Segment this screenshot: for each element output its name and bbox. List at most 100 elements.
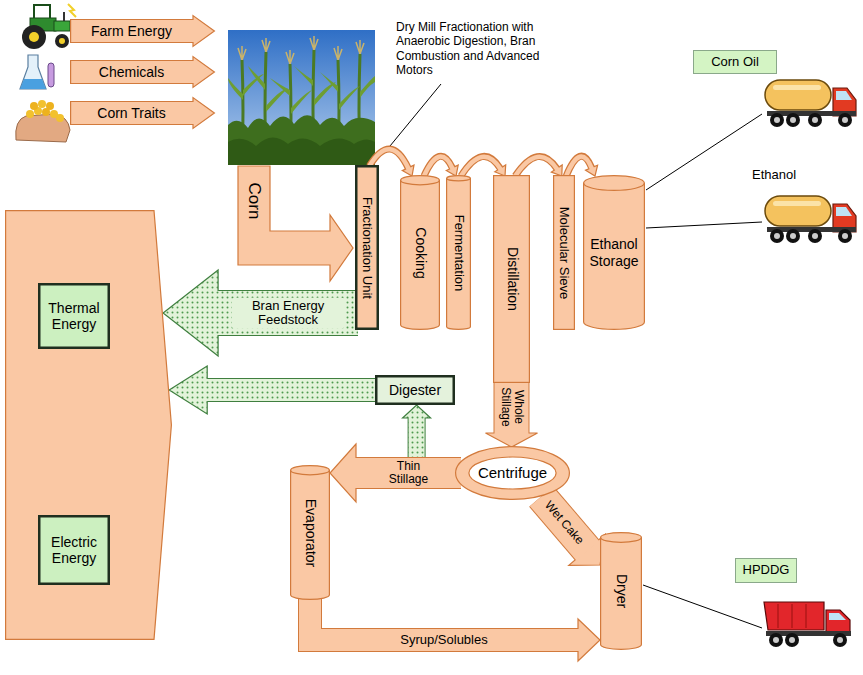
input-arrow: Chemicals <box>70 56 215 88</box>
arrow-head <box>486 433 538 447</box>
energy-panel: Thermal EnergyElectric Energy <box>5 210 172 640</box>
shape-part <box>39 284 109 348</box>
dryer-tank: Dryer <box>600 532 642 650</box>
node-label: Electric Energy <box>42 534 106 566</box>
shape-part <box>694 51 777 74</box>
flow-arrow <box>310 595 600 661</box>
shape-part <box>736 559 797 583</box>
shape-part <box>584 176 645 330</box>
node-label: Ethanol Storage <box>587 236 641 268</box>
arrow-head <box>403 405 431 418</box>
node-label: Fermentation <box>451 214 465 291</box>
leader-line <box>390 84 441 146</box>
flow-label: Syrup/Solubles <box>400 633 487 647</box>
process-tank: Cooking <box>400 175 440 330</box>
node-label: Thermal Energy <box>42 300 106 332</box>
centrifuge: Centrifuge <box>455 446 570 500</box>
shape-part <box>601 533 642 650</box>
corn-kernels-icon <box>16 100 70 142</box>
node-label: Evaporator <box>302 498 317 566</box>
shape-part <box>356 166 378 329</box>
node-label: Molecular Sieve <box>557 206 571 299</box>
arrow-outline <box>461 156 500 176</box>
arrow-outline <box>515 156 557 176</box>
shape-part <box>447 178 471 181</box>
shape-part <box>238 166 353 281</box>
tractor-icon <box>22 4 76 49</box>
process-box: Distillation <box>493 175 530 383</box>
arrow-head <box>169 366 207 414</box>
flow-arrow <box>163 270 358 356</box>
dump-truck <box>764 602 851 647</box>
product-label: Ethanol <box>752 167 796 182</box>
flow-arrow <box>330 444 461 502</box>
leader-line <box>646 222 762 228</box>
arrow-body <box>206 379 378 401</box>
flow-arrow <box>486 380 538 447</box>
storage-tank: Ethanol Storage <box>583 175 645 330</box>
evaporator-tank: Evaporator <box>290 465 330 600</box>
flow-label: Wet Cake <box>538 495 590 552</box>
shape-part <box>6 211 172 640</box>
arrow-body <box>217 291 358 335</box>
node-label: Corn Traits <box>97 105 165 121</box>
shape-part <box>456 447 570 500</box>
shape-part <box>71 16 215 47</box>
flow-label: Bran Energy Feedstock <box>232 298 344 329</box>
arrow-body <box>355 458 462 488</box>
shape-part <box>71 98 215 129</box>
shape-part <box>584 183 645 190</box>
shape-part <box>447 176 471 330</box>
arrow-head <box>163 270 218 356</box>
arrow-body <box>515 157 557 176</box>
digester-box: Digester <box>375 375 455 405</box>
node-label: Distillation <box>504 247 519 311</box>
flow-arrow <box>169 366 378 414</box>
node-label: Dryer <box>613 574 628 608</box>
arrow-body <box>495 380 529 435</box>
energy-box: Thermal Energy <box>38 283 110 349</box>
arrow-body <box>461 157 501 176</box>
arrow-body <box>566 157 592 176</box>
corn-arrow: Corn <box>236 165 354 282</box>
arrow-outline <box>566 156 591 176</box>
input-arrow: Farm Energy <box>70 15 215 47</box>
shape-part <box>291 470 330 475</box>
shape-part <box>376 376 454 404</box>
process-box: Molecular Sieve <box>553 175 575 330</box>
shape-part <box>401 176 440 330</box>
node-label: Corn Oil <box>711 55 759 70</box>
product-box: Corn Oil <box>693 50 777 74</box>
node-label: Centrifuge <box>478 464 547 481</box>
flow-arrow <box>566 156 597 176</box>
shape-part <box>291 466 330 600</box>
energy-box: Electric Energy <box>38 515 110 585</box>
process-box: Fractionation Unit <box>355 165 379 330</box>
node-label: Chemicals <box>99 64 164 80</box>
tanker-truck <box>765 80 856 127</box>
node-label: Corn <box>245 183 264 220</box>
node-label: Cooking <box>412 227 427 278</box>
process-tank: Fermentation <box>446 175 471 330</box>
diagram-title: Dry Mill Fractionation with Anaerobic Di… <box>396 20 560 78</box>
shape-part <box>601 537 642 542</box>
product-box: HPDDG <box>735 558 797 583</box>
leader-line <box>643 585 762 628</box>
node-label: Digester <box>389 382 441 398</box>
flow-arrow <box>515 156 562 176</box>
arrow-head <box>330 444 356 502</box>
flow-label: Whole Stillage <box>498 381 524 433</box>
node-label: HPDDG <box>743 563 790 578</box>
shape-part <box>401 180 440 185</box>
tanker-truck <box>765 196 856 243</box>
leader-line <box>646 114 762 190</box>
flow-arrow <box>424 156 458 176</box>
shape-part <box>469 457 556 489</box>
arrow-body <box>424 157 453 176</box>
arrow-head <box>578 619 600 661</box>
shape-part <box>39 516 109 584</box>
flow-arrow <box>461 156 506 176</box>
shape-part <box>554 176 575 330</box>
flask-icon <box>20 55 54 89</box>
node-label: Fractionation Unit <box>360 197 374 299</box>
